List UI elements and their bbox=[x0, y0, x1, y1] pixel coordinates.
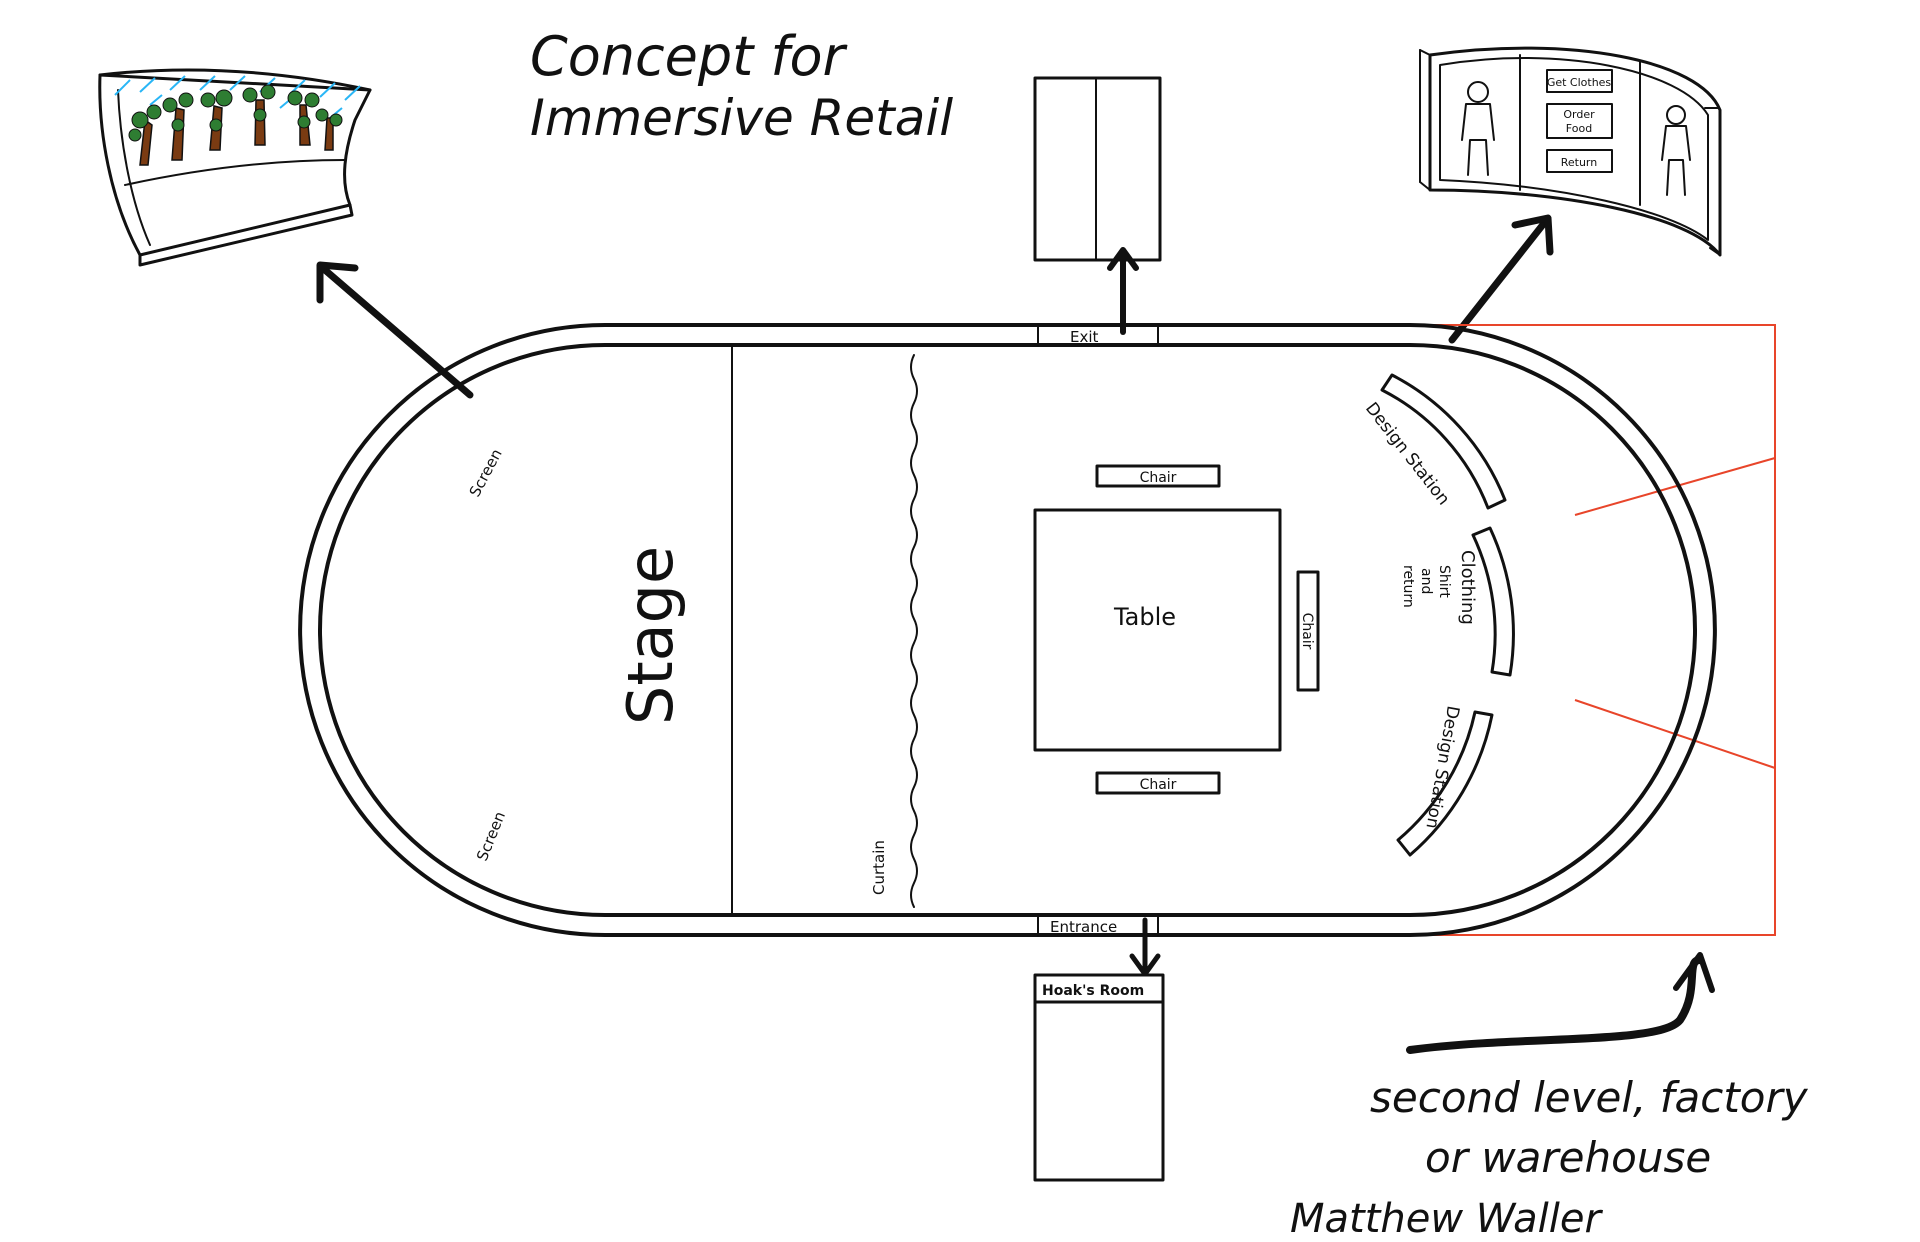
arrow-to-kiosk-screen bbox=[1448, 214, 1554, 344]
kiosk-screen-sketch: Get Clothes Order Food Return bbox=[1419, 46, 1722, 257]
note-line-1: second level, factory bbox=[1370, 1073, 1809, 1122]
stage-area: Stage bbox=[614, 346, 733, 914]
curtain-label: Curtain bbox=[870, 840, 888, 895]
chair-right: Chair bbox=[1296, 570, 1320, 692]
room-outline bbox=[298, 323, 1717, 937]
clothing-label-return: return bbox=[1400, 565, 1416, 608]
title-line-1: Concept for bbox=[530, 25, 848, 88]
curtain: Curtain bbox=[870, 354, 918, 908]
title-line-2: Immersive Retail bbox=[530, 89, 953, 147]
signature: Matthew Waller bbox=[1290, 1196, 1603, 1242]
arrow-to-exit bbox=[1107, 247, 1139, 335]
second-level-projection bbox=[1410, 324, 1776, 936]
kiosk-button-order: Order bbox=[1563, 108, 1595, 121]
hoaks-room: Hoak's Room bbox=[1033, 973, 1165, 1182]
person-figure-left bbox=[1461, 81, 1495, 176]
entrance-opening: Entrance bbox=[1037, 914, 1159, 936]
entrance-label: Entrance bbox=[1050, 918, 1117, 936]
exit-label: Exit bbox=[1070, 328, 1099, 346]
chair-top-label: Chair bbox=[1140, 470, 1177, 486]
arrow-from-entrance bbox=[1129, 917, 1161, 977]
screen-label-bottom: Screen bbox=[473, 809, 509, 864]
stage-label: Stage bbox=[614, 546, 687, 725]
clothing-label-and: and bbox=[1418, 568, 1434, 594]
kiosk-button-get-clothes: Get Clothes bbox=[1547, 76, 1612, 89]
clothing-label: Clothing bbox=[1457, 550, 1478, 625]
clothing-label-shirt: Shirt bbox=[1436, 565, 1452, 598]
table-label: Table bbox=[1113, 603, 1176, 631]
kiosk-button-food: Food bbox=[1566, 122, 1592, 135]
clothing-station: Clothing Shirt and return bbox=[1400, 526, 1515, 677]
title: Concept for Immersive Retail bbox=[530, 25, 953, 147]
note-line-2: or warehouse bbox=[1425, 1133, 1711, 1182]
exit-opening: Exit bbox=[1037, 324, 1159, 346]
tree-leaves bbox=[128, 84, 343, 142]
second-level-note: second level, factory or warehouse bbox=[1370, 1073, 1809, 1182]
kiosk-button-return: Return bbox=[1561, 156, 1598, 169]
signature-text: Matthew Waller bbox=[1290, 1196, 1603, 1242]
design-station-top-label: Design Station bbox=[1361, 399, 1453, 509]
design-station-bottom: Design Station bbox=[1396, 704, 1494, 857]
arrow-to-second-level bbox=[1406, 952, 1715, 1054]
chair-bottom: Chair bbox=[1095, 771, 1221, 795]
design-station-top: Design Station bbox=[1361, 373, 1507, 510]
hoaks-room-label: Hoak's Room bbox=[1042, 983, 1144, 999]
chair-bottom-label: Chair bbox=[1140, 777, 1177, 793]
chair-right-label: Chair bbox=[1299, 613, 1315, 650]
arrow-to-forest-screen bbox=[316, 261, 474, 399]
chair-top: Chair bbox=[1095, 464, 1221, 488]
screen-label-top: Screen bbox=[466, 446, 506, 500]
person-figure-right bbox=[1661, 105, 1691, 196]
table: Table bbox=[1033, 508, 1282, 752]
kiosk-buttons: Get Clothes Order Food Return bbox=[1546, 69, 1613, 173]
exit-door bbox=[1033, 76, 1162, 262]
forest-screen-sketch bbox=[98, 68, 372, 267]
